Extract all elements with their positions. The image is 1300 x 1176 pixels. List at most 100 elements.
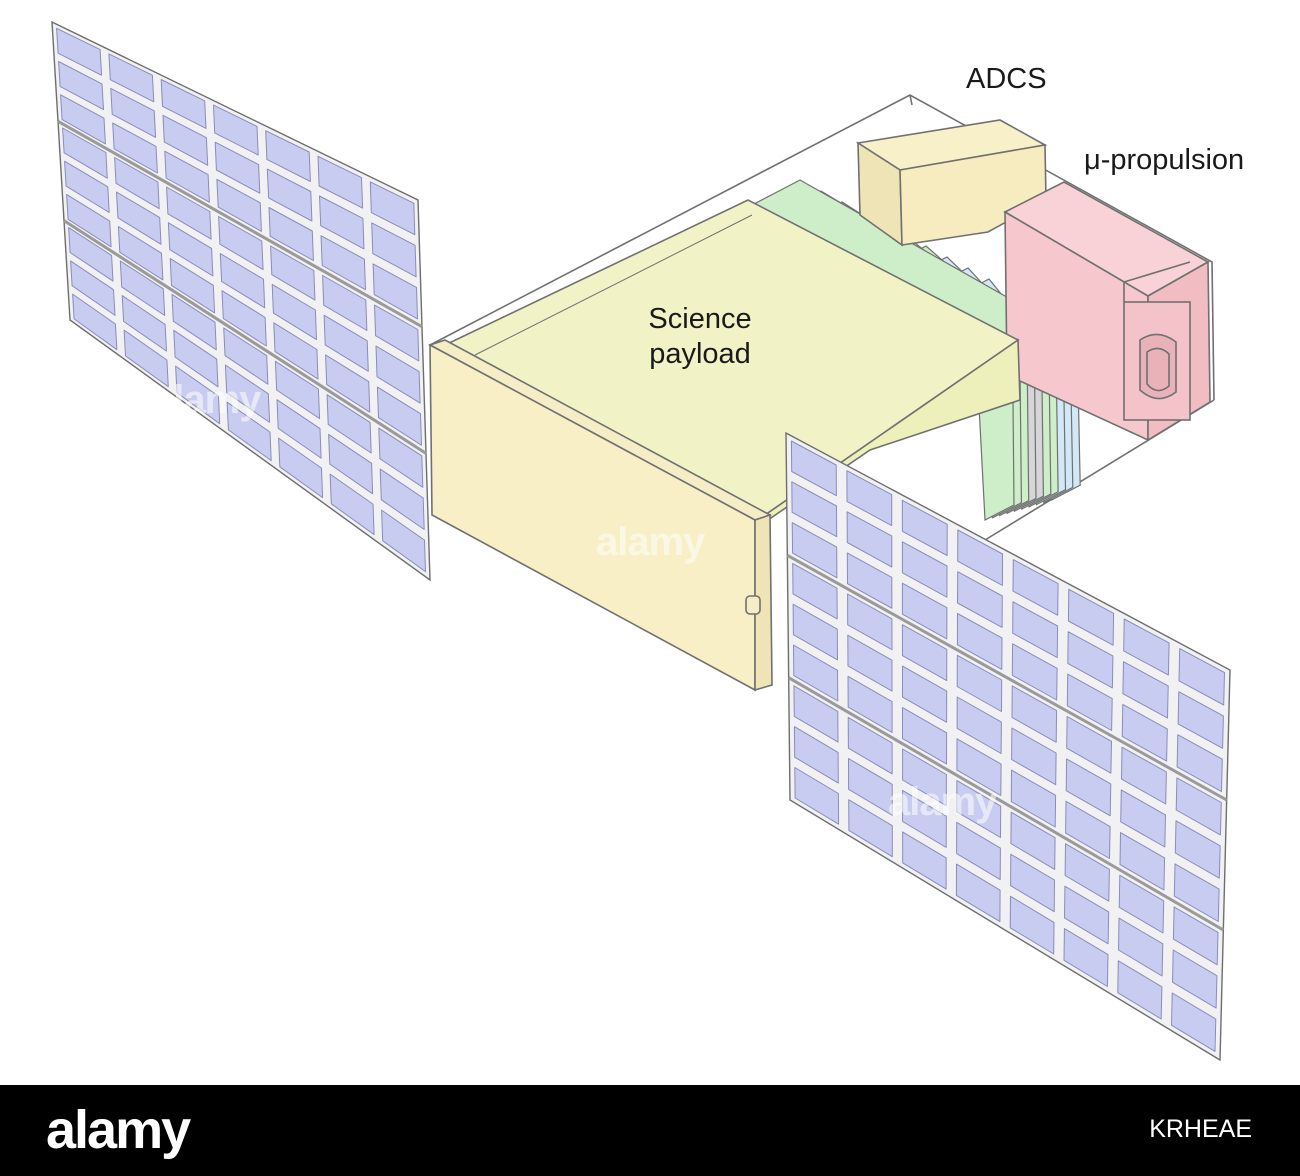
solar-cell: [1175, 777, 1222, 836]
solar-cell: [901, 582, 948, 640]
solar-cell: [1121, 746, 1167, 805]
solar-cell: [66, 193, 112, 248]
solar-cell: [164, 150, 210, 203]
solar-cell: [221, 290, 267, 347]
solar-cell: [68, 227, 114, 282]
solar-cell: [376, 386, 422, 446]
solar-cell: [274, 360, 321, 420]
solar-cell: [1178, 648, 1225, 706]
solar-cell: [956, 654, 1003, 712]
solar-cell: [374, 304, 420, 362]
solar-cell: [112, 122, 158, 174]
payload-front-slab: [427, 339, 773, 692]
solar-cell: [957, 571, 1003, 628]
panel-seam: [63, 219, 427, 455]
solar-cell: [1010, 769, 1057, 828]
solar-cell: [1064, 885, 1110, 945]
cubesat-diagram: [51, 20, 1231, 1062]
solar-cell: [902, 789, 947, 848]
solar-cell: [62, 127, 108, 179]
propulsion-nozzle: [1139, 333, 1177, 400]
solar-cell: [56, 27, 103, 76]
solar-cell: [791, 522, 838, 579]
solar-cell: [216, 178, 262, 232]
solar-cell: [1011, 727, 1057, 786]
solar-cell: [70, 260, 116, 316]
solar-cell: [320, 235, 366, 291]
solar-cell: [119, 260, 166, 316]
solar-cell: [1065, 800, 1111, 859]
solar-cell: [167, 222, 214, 277]
solar-cell: [271, 283, 317, 341]
adcs-unit: [855, 119, 1048, 247]
solar-cell: [1119, 832, 1166, 891]
solar-cell: [162, 114, 209, 166]
solar-cell: [902, 665, 948, 723]
solar-cell: [847, 593, 893, 651]
solar-cell: [276, 399, 322, 459]
solar-cell: [117, 226, 164, 281]
solar-cell: [369, 181, 416, 236]
solar-cell: [1123, 618, 1170, 676]
solar-cell: [375, 345, 421, 404]
solar-cell: [214, 141, 261, 194]
solar-cell: [166, 186, 212, 240]
solar-cell: [379, 468, 425, 530]
solar-cell: [901, 624, 948, 682]
solar-cell: [1173, 863, 1220, 922]
panel-seam: [786, 554, 1228, 802]
solar-cell: [793, 726, 839, 784]
solar-cell: [792, 562, 838, 620]
solar-cell: [1011, 685, 1058, 743]
adcs-label: ADCS: [966, 63, 1047, 95]
solar-cell: [847, 634, 893, 692]
solar-cell: [955, 863, 1001, 923]
solar-cell: [1067, 588, 1115, 646]
solar-cell: [794, 767, 840, 825]
solar-cell: [173, 329, 219, 388]
solar-cell: [1174, 820, 1221, 879]
solar-cell: [791, 481, 838, 538]
solar-cell: [956, 821, 1001, 881]
solar-cell: [114, 157, 160, 210]
solar-cell: [957, 529, 1004, 586]
solar-cell: [1177, 691, 1224, 749]
solar-cell: [116, 191, 162, 245]
solar-cell: [1176, 734, 1223, 793]
solar-cell: [1171, 992, 1217, 1052]
panel-seam: [57, 120, 423, 328]
footer-image-id: KRHEAE: [1149, 1115, 1252, 1143]
solar-cell: [223, 327, 269, 385]
solar-cell: [64, 160, 110, 213]
science-payload-label: Science payload: [600, 302, 800, 373]
propulsion-unit: [1003, 181, 1211, 442]
propulsion-label: μ-propulsion: [1084, 144, 1245, 176]
solar-cell: [378, 427, 424, 488]
solar-cell: [1010, 811, 1056, 870]
solar-cell: [1118, 917, 1164, 977]
solar-cell: [273, 322, 319, 380]
hinge: [745, 595, 761, 615]
solar-cell: [213, 104, 259, 156]
solar-cell: [901, 541, 948, 598]
solar-cell: [381, 509, 426, 573]
left-solar-panel: [51, 20, 431, 582]
solar-cell: [60, 94, 106, 145]
solar-cell: [325, 354, 371, 413]
solar-cell: [123, 329, 169, 388]
solar-cell: [848, 758, 893, 816]
solar-cell: [266, 168, 313, 222]
solar-cell: [792, 603, 838, 661]
solar-cell: [1067, 631, 1114, 689]
footer-brand-logo: alamy: [46, 1100, 191, 1160]
solar-cell: [902, 748, 947, 807]
solar-cell: [846, 470, 893, 527]
solar-cell: [1063, 928, 1109, 987]
solar-cell: [1172, 949, 1218, 1009]
solar-cell: [72, 293, 118, 351]
solar-cell: [322, 275, 368, 331]
solar-cell: [110, 87, 157, 138]
solar-cell: [847, 716, 893, 775]
solar-cell: [265, 130, 311, 182]
